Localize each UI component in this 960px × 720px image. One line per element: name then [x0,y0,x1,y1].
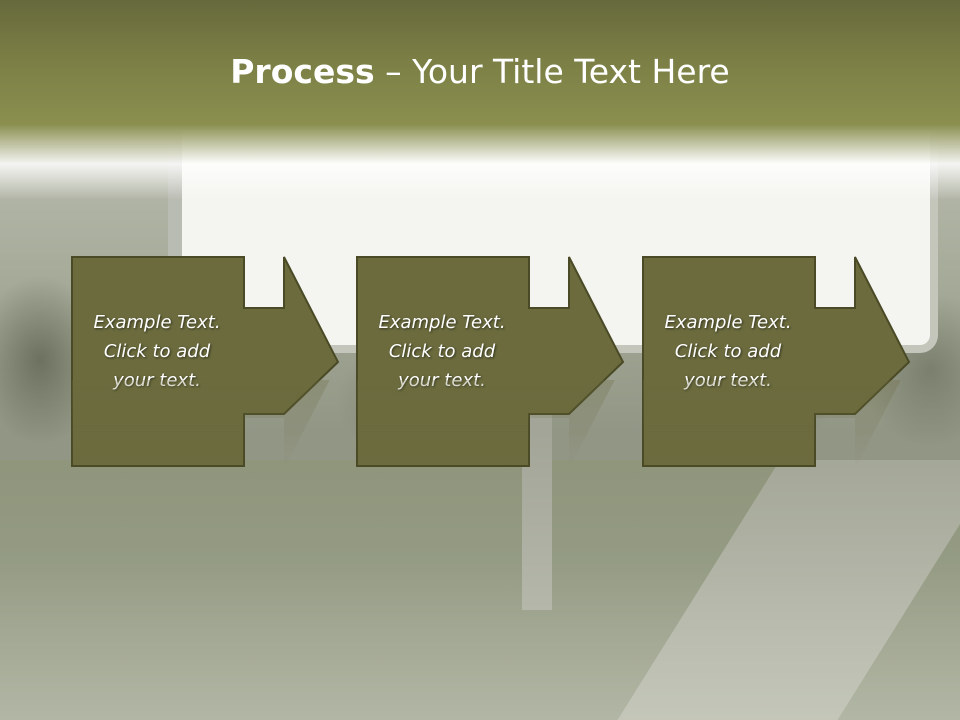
step-reflection [71,260,341,470]
step-line: your text. [356,366,528,395]
step-line: your text. [71,366,243,395]
process-step-2[interactable]: Example Text. Click to add your text. [356,256,626,468]
step-line: Example Text. [93,312,221,333]
step-text: Example Text. Click to add your text. [356,308,528,395]
step-line: Example Text. [378,312,506,333]
process-step-1[interactable]: Example Text. Click to add your text. [71,256,341,468]
title-rest: – Your Title Text Here [374,52,730,91]
process-step-3[interactable]: Example Text. Click to add your text. [642,256,912,468]
step-arrow-shape [356,256,625,467]
step-line: Example Text. [664,312,792,333]
step-arrow-shape [642,256,911,467]
step-arrow-shape [71,256,340,467]
slide-title[interactable]: Process – Your Title Text Here [0,52,960,91]
step-line: Click to add [674,341,782,362]
title-bold: Process [230,52,375,91]
title-band [0,0,960,200]
step-line: Click to add [388,341,496,362]
step-reflection [642,260,912,470]
step-line: your text. [642,366,814,395]
step-reflection [356,260,626,470]
step-line: Click to add [103,341,211,362]
step-text: Example Text. Click to add your text. [642,308,814,395]
step-text: Example Text. Click to add your text. [71,308,243,395]
